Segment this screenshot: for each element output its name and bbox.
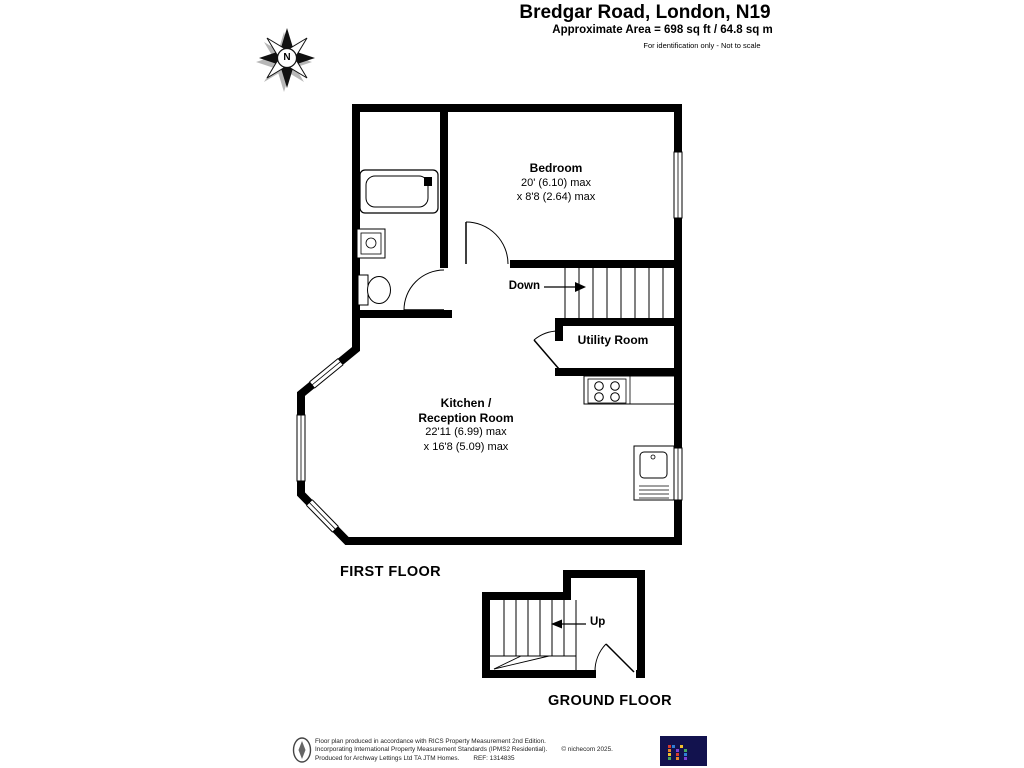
page-title: Bredgar Road, London, N19 [519,2,771,23]
bathtub-icon [359,169,439,214]
stairs-up-label: Up [590,616,606,628]
footer-line3: Produced for Archway Lettings Ltd TA JTM… [315,754,460,762]
window-kitchen-right [673,447,683,501]
window-diagonal-upper [309,358,344,389]
bedroom-door [465,221,509,265]
window-bedroom [673,151,683,219]
footer-line1: Floor plan produced in accordance with R… [315,738,546,745]
kitchen-counter [583,375,679,405]
kitchen-reception-label: Kitchen / Reception Room 22'11 (6.99) ma… [386,396,546,454]
compass-north-label: N [283,52,291,63]
stairs-up [490,600,577,670]
stove-icon [587,378,627,404]
kitchen-name-line2: Reception Room [418,410,514,425]
footer-ref: REF: 1314835 [473,754,515,762]
entrance-door-gap [596,670,636,678]
ground-floor-plan [482,570,645,678]
down-arrow-icon [544,282,586,292]
window-diagonal-lower [306,499,339,533]
disclaimer: For identification only - Not to scale [643,41,761,50]
footer-line2: Incorporating International Property Mea… [315,746,548,754]
nichecom-compass-icon [292,737,312,763]
bedroom-label: Bedroom 20' (6.10) max x 8'8 (2.64) max [476,161,636,205]
footer-copyright: © nichecom 2025. [561,746,613,754]
compass-rose-icon [256,28,315,92]
kitchen-dim2: x 16'8 (5.09) max [423,440,509,453]
stairs-down [564,268,664,318]
kitchen-dim1: 22'11 (6.99) max [425,426,507,438]
up-arrow-icon [551,619,586,629]
nichecom-logo [660,736,707,766]
first-floor-title: FIRST FLOOR [340,564,442,580]
kitchen-name-line1: Kitchen / [440,396,492,410]
window-reception-left [296,414,306,482]
utility-room-label: Utility Room [577,333,649,347]
footer-disclaimer: Floor plan produced in accordance with R… [315,738,660,763]
first-floor-interior-walls [352,108,678,376]
entrance-door [594,643,635,673]
stairs-down-label: Down [508,280,540,292]
bedroom-name: Bedroom [529,161,583,175]
approximate-area: Approximate Area = 698 sq ft / 64.8 sq m [552,24,773,36]
bathroom-door [403,269,445,311]
bathroom-sink-icon [356,228,386,259]
toilet-icon [357,274,391,306]
bedroom-dim2: x 8'8 (2.64) max [516,191,596,203]
first-floor-plan [296,104,683,545]
bedroom-dim1: 20' (6.10) max [521,176,591,189]
footer-line3-row: Produced for Archway Lettings Ltd TA JTM… [315,755,660,763]
ground-floor-title: GROUND FLOOR [548,693,673,709]
footer-line2-row: Incorporating International Property Mea… [315,746,660,754]
utility-door [533,330,560,370]
kitchen-sink-icon [633,445,675,501]
